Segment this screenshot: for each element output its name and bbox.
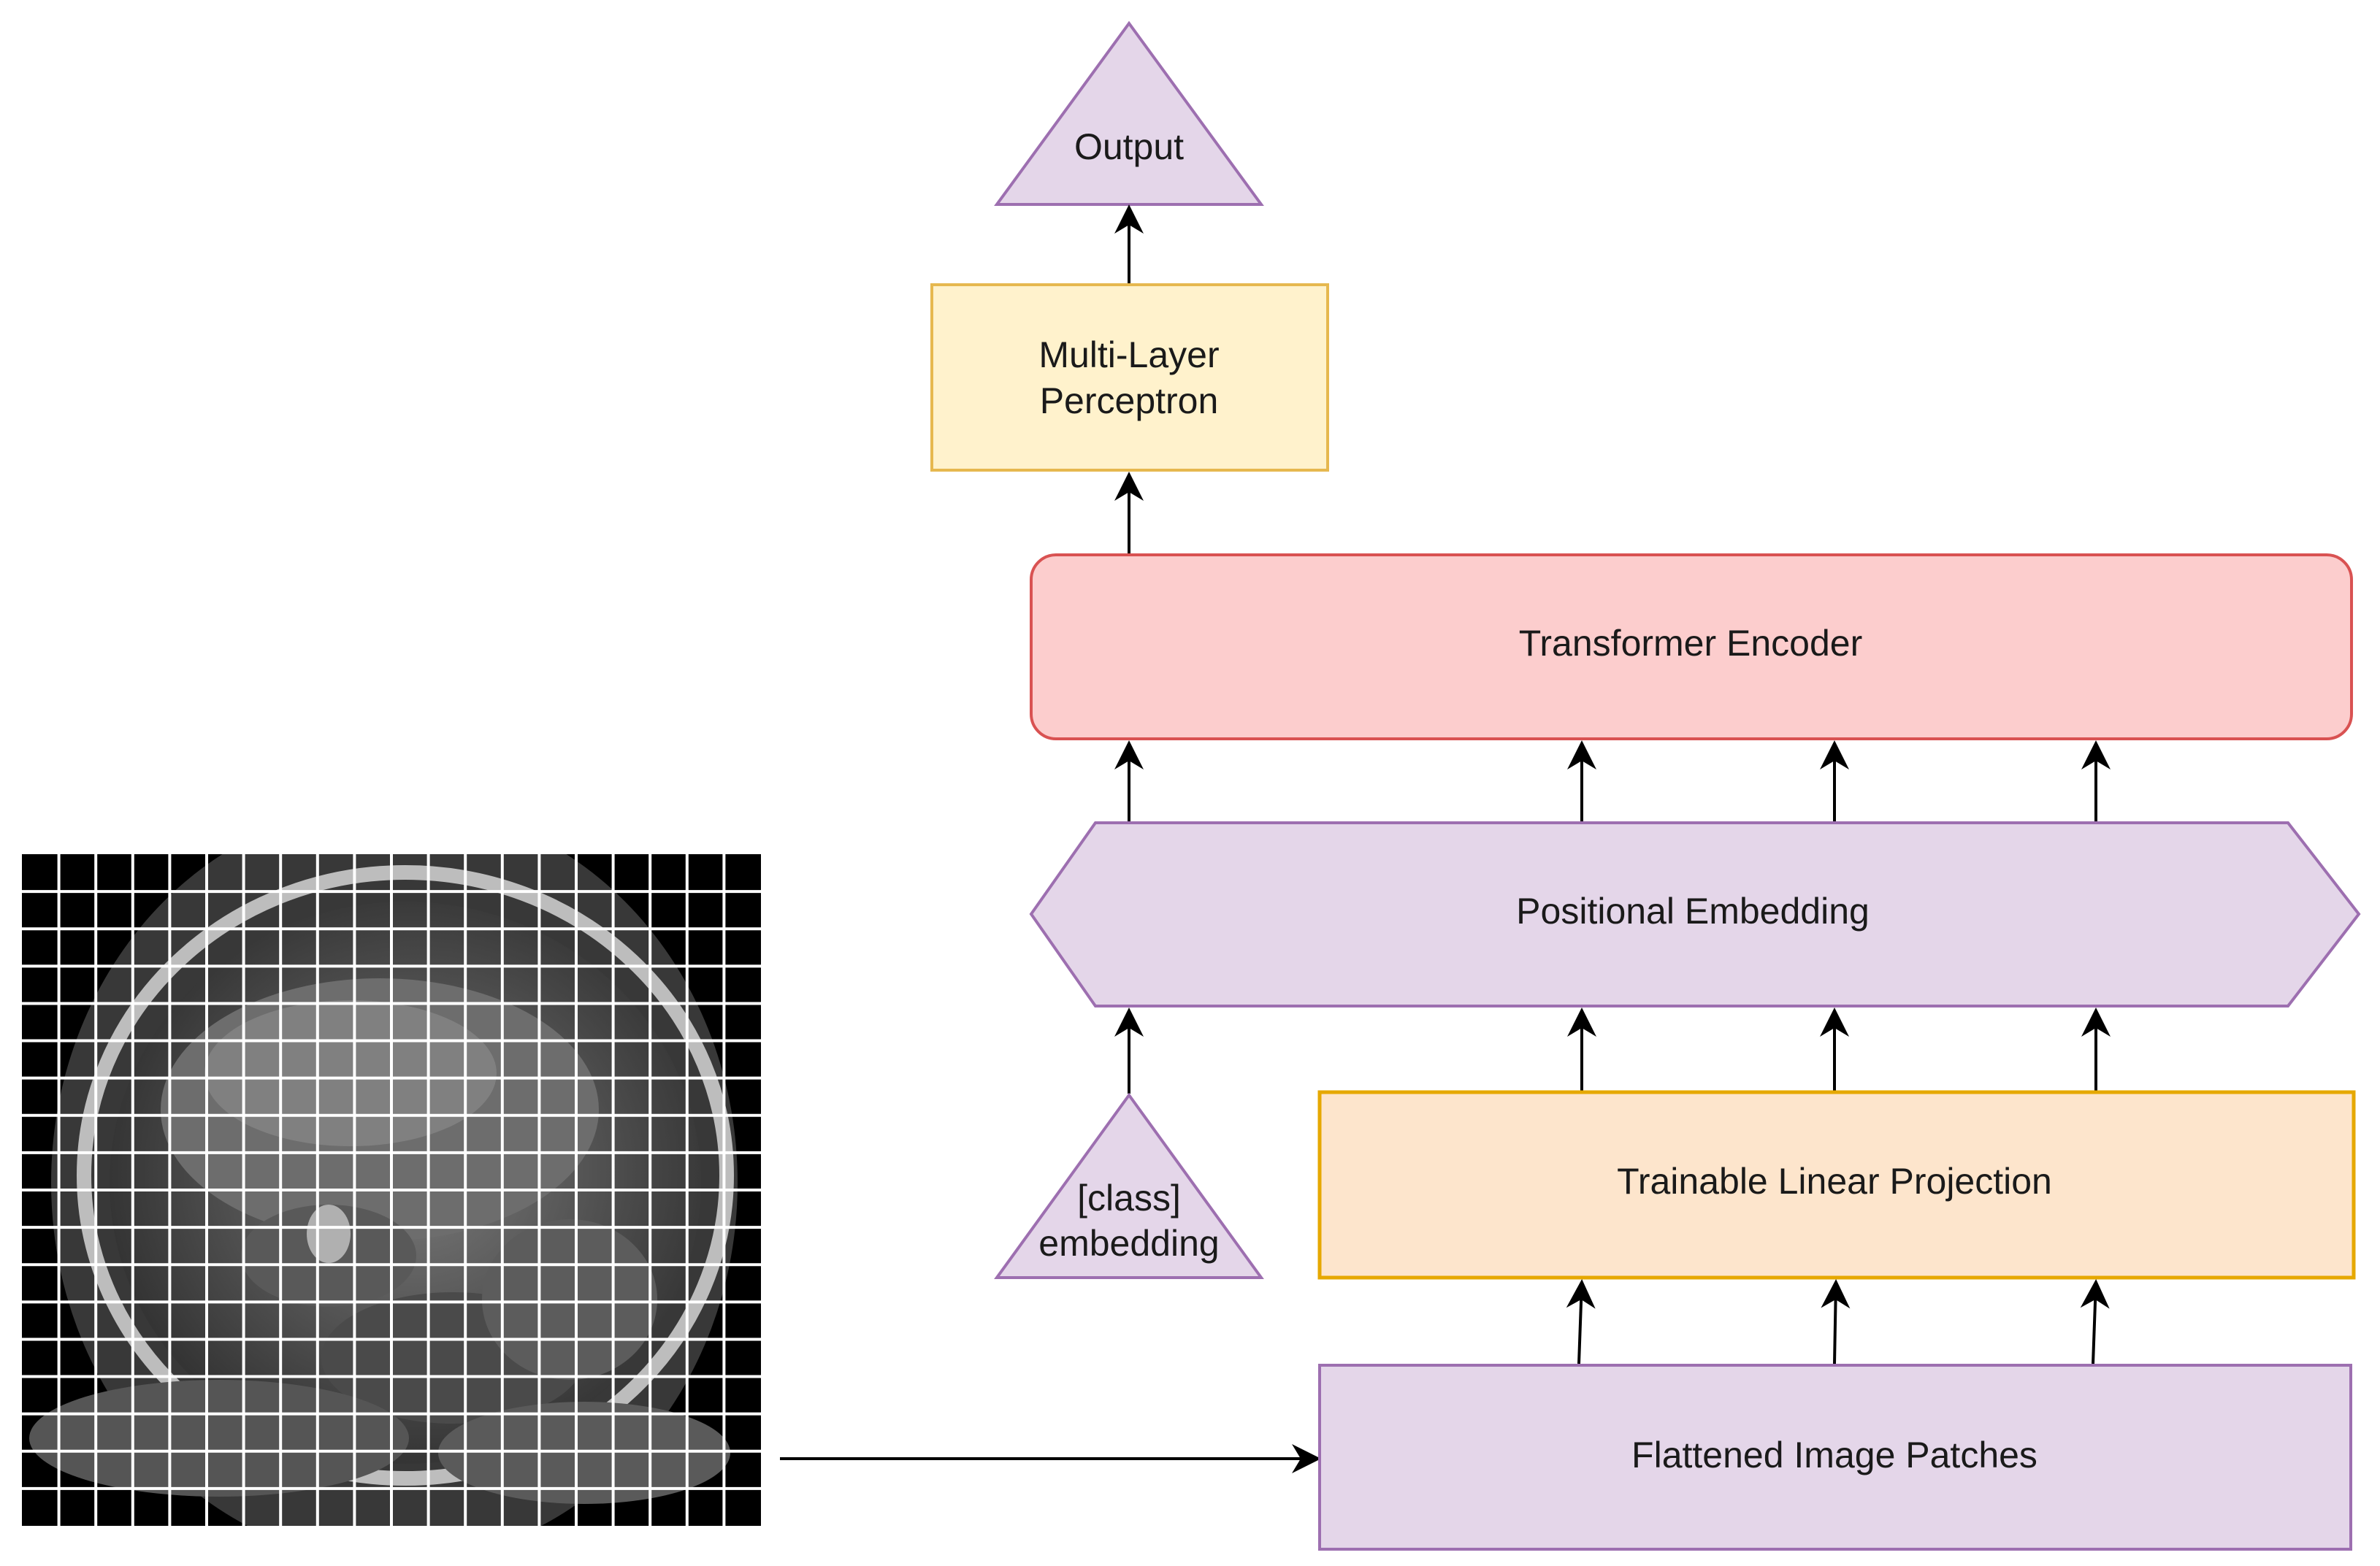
patch-to-proj-arrow-3	[2080, 1279, 2110, 1365]
positional-embedding-node: Positional Embedding	[1029, 821, 2361, 1007]
mlp-box	[930, 283, 1329, 472]
output-triangle	[994, 20, 1264, 206]
output-node: Output	[994, 20, 1264, 206]
class-embedding-label-line2: embedding	[1038, 1223, 1219, 1264]
mlp-label-line1: Multi-Layer	[1038, 334, 1219, 375]
output-label: Output	[1074, 126, 1184, 167]
linear-projection-label: Trainable Linear Projection	[1617, 1161, 2052, 1202]
positional-embedding-label: Positional Embedding	[1516, 891, 1870, 932]
projection-to-positional-arrows	[1567, 1007, 2111, 1091]
flattened-patches-node: Flattened Image Patches	[1318, 1364, 2352, 1551]
patch-to-proj-arrow-2	[1821, 1279, 1851, 1365]
mlp-node: Multi-Layer Perceptron	[930, 283, 1329, 472]
class-embedding-triangle	[994, 1092, 1264, 1279]
transformer-encoder-node: Transformer Encoder	[1030, 553, 2353, 740]
linear-projection-box	[1317, 1090, 2356, 1280]
linear-projection-node: Trainable Linear Projection	[1317, 1090, 2356, 1280]
input-mri-image	[22, 854, 761, 1526]
flattened-patches-box	[1318, 1364, 2352, 1551]
positional-to-encoder-arrows	[1114, 740, 2111, 822]
transformer-encoder-box	[1030, 553, 2353, 740]
positional-embedding-hexagon	[1029, 821, 2361, 1007]
transformer-encoder-label: Transformer Encoder	[1519, 623, 1863, 664]
class-embedding-node: [class] embedding	[994, 1092, 1264, 1279]
patches-to-projection-arrows	[1566, 1279, 2110, 1365]
flattened-patches-label: Flattened Image Patches	[1631, 1435, 2037, 1475]
patch-to-proj-arrow-1	[1566, 1279, 1596, 1365]
patch-grid	[22, 854, 761, 1526]
mlp-label-line2: Perceptron	[1040, 380, 1219, 421]
class-embedding-label-line1: [class]	[1077, 1178, 1181, 1218]
